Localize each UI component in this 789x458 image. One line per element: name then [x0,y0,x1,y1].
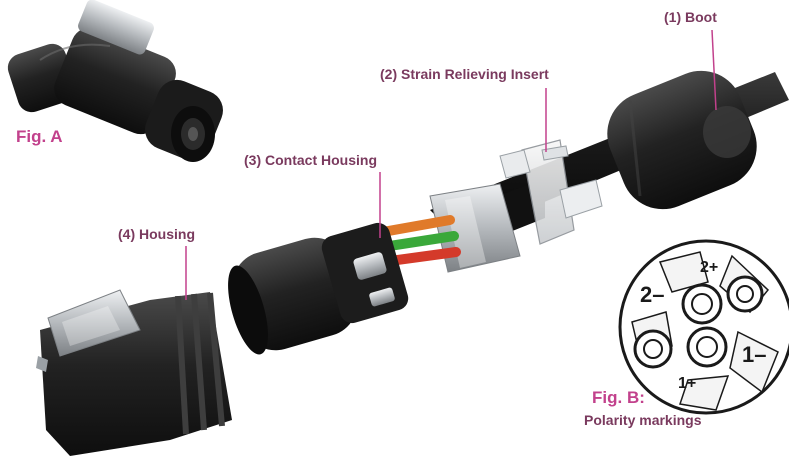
fig-b-label: Fig. B: [592,388,645,407]
housing-part [36,289,232,456]
polarity-label-2-minus: 2– [640,282,664,307]
contact-1-plus [686,326,728,368]
housing-label: (4) Housing [118,226,195,242]
fig-a-connector-image [7,0,223,162]
leader-line-boot [711,29,717,111]
fig-b-caption: Polarity markings [584,412,702,428]
polarity-label-2-plus: 2+ [700,259,718,276]
strain-relieving-insert-part [499,139,603,245]
boot-label: (1) Boot [664,9,717,25]
contact-2-minus [633,329,673,369]
leader-lines [185,29,717,300]
boot-part [607,70,757,210]
contact-1-minus [726,275,764,313]
contact-housing-part [228,222,409,355]
contact-housing-label: (3) Contact Housing [244,152,377,168]
strain-insert-label: (2) Strain Relieving Insert [380,66,549,82]
polarity-label-1-plus: 1+ [678,375,696,392]
fig-a-label: Fig. A [16,127,63,146]
polarity-label-1-minus: 1– [742,342,766,367]
fig-b-polarity-face: 2– 2+ 1– 1+ [618,239,789,415]
contact-2-plus [681,283,723,325]
